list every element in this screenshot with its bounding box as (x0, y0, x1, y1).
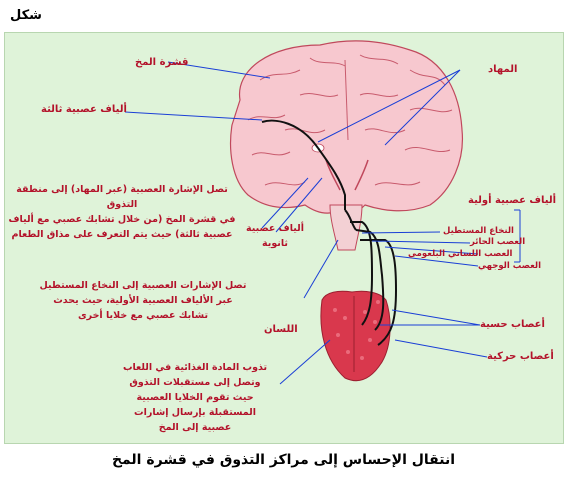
para-taste-receptors: تذوب المادة الغذائية في اللعاب وتصل إلى … (110, 360, 280, 435)
label-vagus-nerve: العصب الوجهي (478, 261, 542, 271)
label-sensory-nerves: أعصاب حسية (480, 319, 545, 330)
tongue-illustration (320, 290, 391, 382)
label-facial-nerve: العصب الحائر (470, 237, 526, 247)
label-pointers (124, 61, 521, 385)
para-medulla-line-2: عبر الألياف العصبية الأولية، حيث يحدث (53, 295, 233, 306)
para-receptors-line-5: عصبية إلى المخ (158, 422, 232, 433)
label-secondary-fibers: ألياف عصبية ثانوية (240, 221, 310, 251)
label-medulla: النخاع المستطيل (443, 226, 514, 236)
para-medulla-line-1: تصل الإشارات العصبية إلى النخاع المستطيل (39, 280, 247, 291)
label-thalamus: المهاد (488, 64, 518, 75)
label-motor-nerves: أعصاب حركية (487, 351, 554, 362)
para-cortex-line-3: عصبية ثالثة) حيث يتم التعرف على مذاق الط… (11, 229, 233, 240)
label-tongue: اللسان (264, 324, 298, 335)
label-cortex: قشرة المخ (135, 57, 189, 68)
figure-word: شكل (10, 8, 42, 23)
figure-header: شكل (0, 0, 567, 32)
para-receptors-line-1: تذوب المادة الغذائية في اللعاب (122, 362, 268, 373)
label-tertiary-fibers: ألياف عصبية ثالثة (41, 104, 127, 115)
para-receptors-line-2: وتصل إلى مستقبلات التذوق (129, 377, 261, 388)
para-cortex-line-1: تصل الإشارة العصبية (عبر المهاد) إلى منط… (16, 184, 228, 210)
figure-caption: انتقال الإحساس إلى مراكز التذوق في قشرة … (111, 452, 456, 468)
nerve-pathways (261, 119, 398, 346)
para-medulla-line-3: تشابك عصبي مع خلايا أخرى (77, 310, 209, 321)
para-receptors-line-4: المستقبلة بإرسال إشارات (134, 407, 256, 418)
label-primary-fibers: ألياف عصبية أولية (468, 195, 557, 206)
para-receptors-line-3: حيث تقوم الخلايا العصبية (136, 392, 254, 403)
para-medulla-signal: تصل الإشارات العصبية إلى النخاع المستطيل… (12, 278, 274, 323)
para-cortex-line-2: في قشرة المخ (من خلال تشابك عصبي مع أليا… (8, 214, 236, 225)
label-secondary-fibers-line-1: ألياف عصبية (246, 223, 304, 234)
label-secondary-fibers-line-2: ثانوية (262, 238, 288, 249)
label-glossopharyngeal-nerve: العصب اللساني البلعومي (408, 249, 513, 259)
para-cortex-signal: تصل الإشارة العصبية (عبر المهاد) إلى منط… (8, 182, 236, 242)
brain-illustration (229, 40, 464, 251)
